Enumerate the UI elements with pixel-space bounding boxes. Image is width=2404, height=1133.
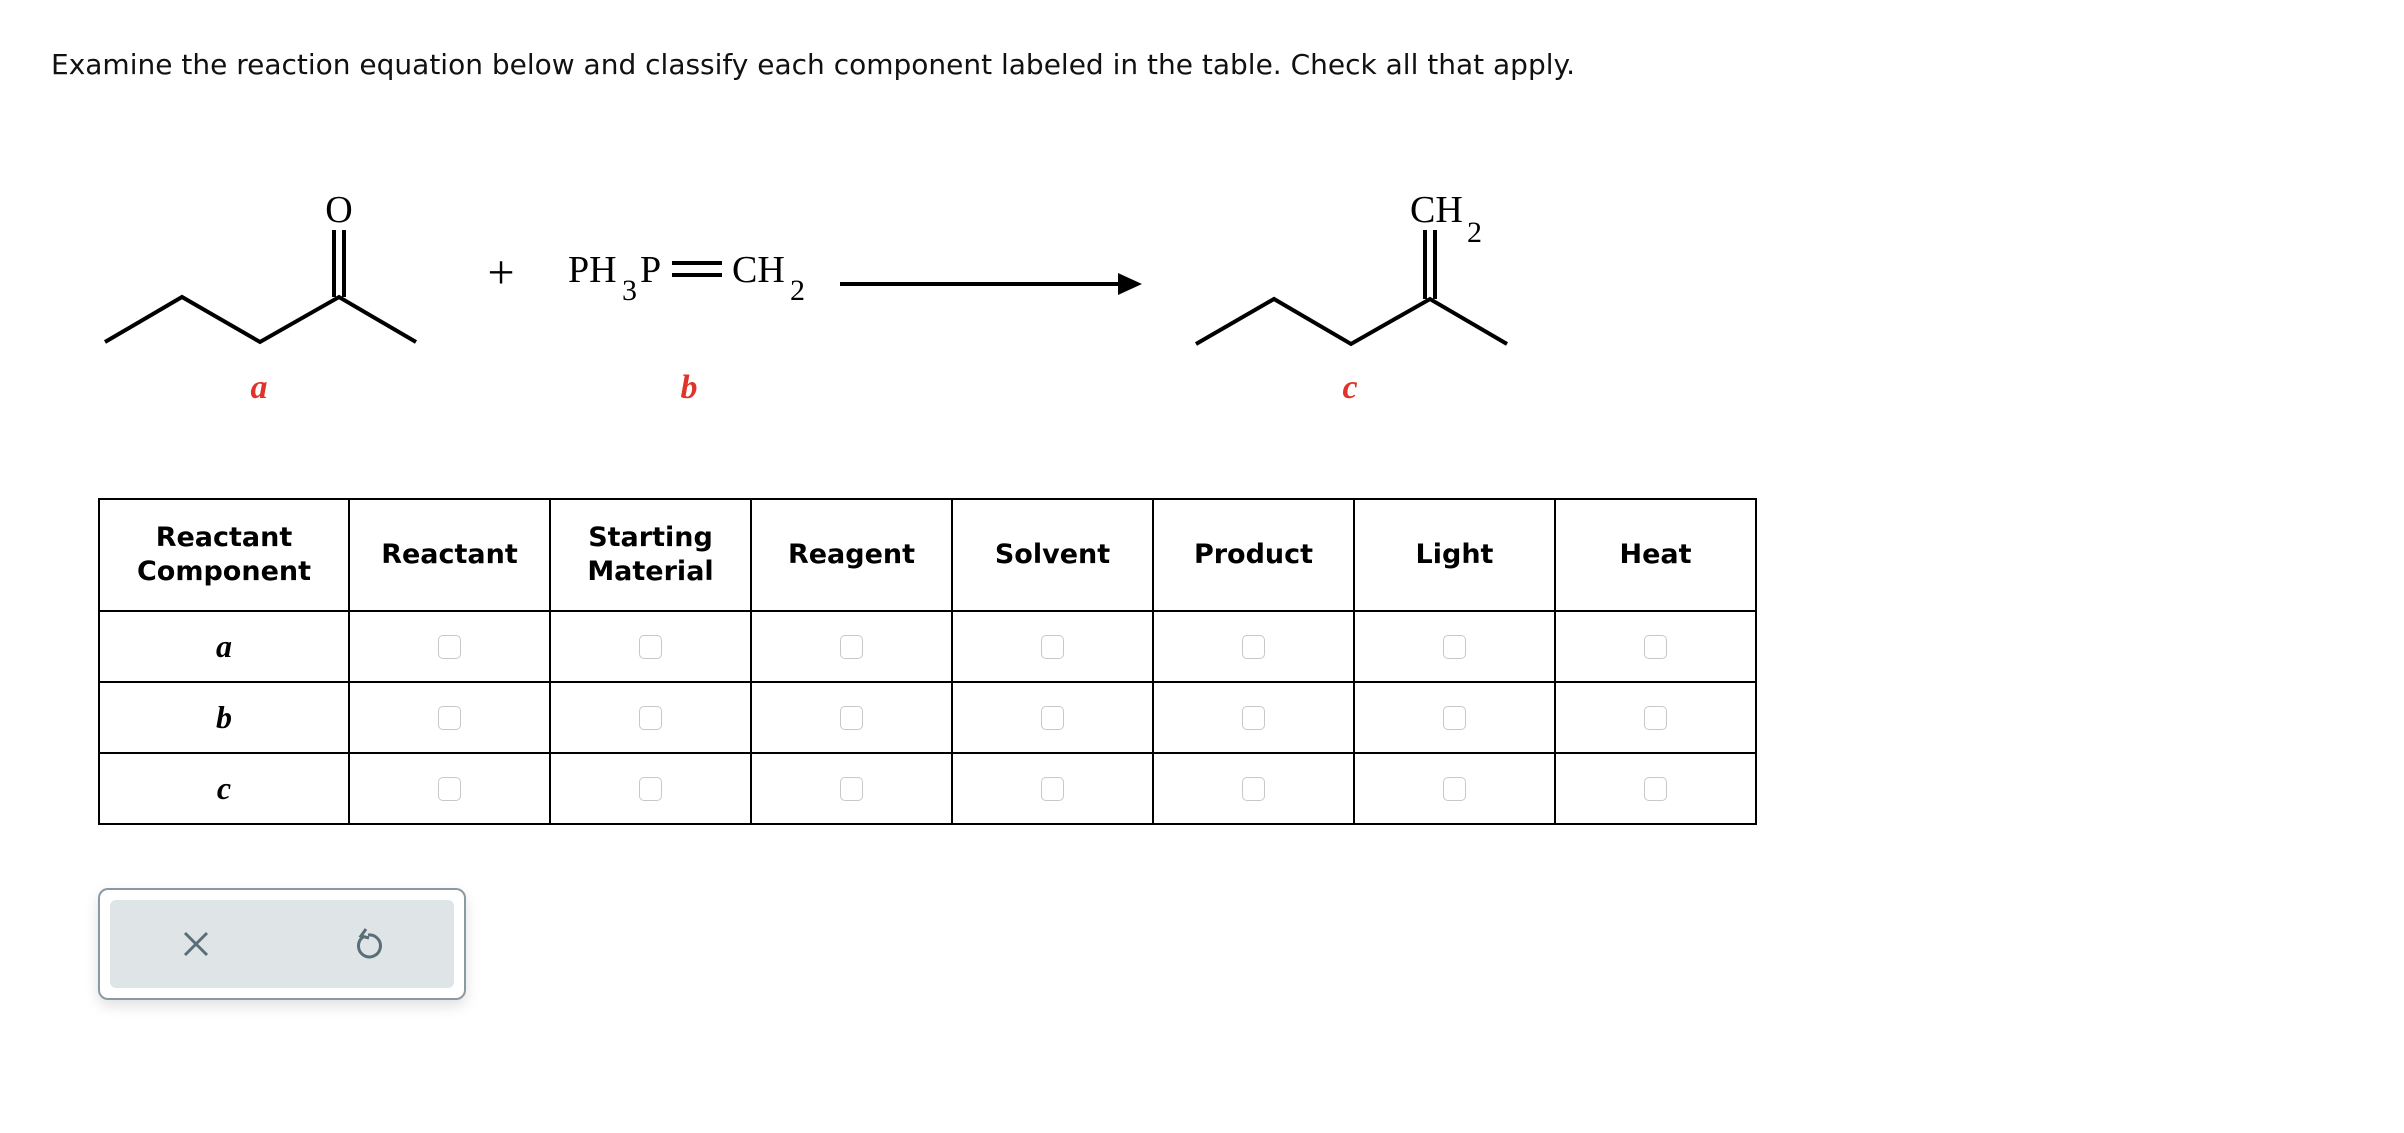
- row-label-cell: b: [98, 681, 350, 754]
- checkbox-c-reagent[interactable]: [840, 776, 863, 801]
- oxygen-atom: O: [325, 189, 352, 231]
- row-label-cell: a: [98, 610, 350, 683]
- formula-part: CH: [1410, 189, 1463, 231]
- clear-button[interactable]: [166, 914, 226, 974]
- header-line: Solvent: [994, 539, 1111, 570]
- checkbox-cell: [549, 610, 752, 683]
- checkbox-b-reactant[interactable]: [438, 705, 461, 730]
- header-line: Heat: [1619, 539, 1692, 570]
- checkbox-c-light[interactable]: [1443, 776, 1466, 801]
- reaction-equation: O + PH 3 P CH 2 CH 2 a b c: [103, 189, 1509, 406]
- checkbox-c-solvent[interactable]: [1041, 776, 1064, 801]
- header-line: Light: [1415, 539, 1494, 570]
- checkbox-b-heat[interactable]: [1644, 705, 1667, 730]
- checkbox-cell: [348, 681, 551, 754]
- checkbox-a-solvent[interactable]: [1041, 634, 1064, 659]
- component-label: c: [216, 770, 232, 806]
- checkbox-cell: [1554, 610, 1757, 683]
- formula-subscript: 2: [1467, 216, 1482, 249]
- checkbox-cell: [750, 610, 953, 683]
- formula-part: P: [640, 249, 661, 291]
- checkbox-cell: [1554, 752, 1757, 825]
- checkbox-c-product[interactable]: [1242, 776, 1265, 801]
- table-row: c: [98, 752, 1757, 825]
- formula-subscript: 2: [790, 274, 805, 307]
- row-label-cell: c: [98, 752, 350, 825]
- checkbox-b-solvent[interactable]: [1041, 705, 1064, 730]
- formula-part: PH: [568, 249, 617, 291]
- table-row: b: [98, 681, 1757, 754]
- header-line: Product: [1193, 539, 1314, 570]
- checkbox-cell: [1554, 681, 1757, 754]
- checkbox-cell: [750, 752, 953, 825]
- checkbox-cell: [1353, 610, 1556, 683]
- checkbox-cell: [951, 752, 1154, 825]
- checkbox-cell: [951, 610, 1154, 683]
- checkbox-cell: [1152, 610, 1355, 683]
- checkbox-cell: [1353, 752, 1556, 825]
- checkbox-cell: [750, 681, 953, 754]
- checkbox-b-starting-material[interactable]: [639, 705, 662, 730]
- checkbox-c-starting-material[interactable]: [639, 776, 662, 801]
- checkbox-cell: [348, 752, 551, 825]
- checkbox-cell: [348, 610, 551, 683]
- column-header: Heat: [1554, 498, 1757, 612]
- formula-subscript: 3: [622, 274, 637, 307]
- label-c: c: [1342, 369, 1357, 406]
- header-line: Material: [587, 556, 714, 587]
- instruction-text: Examine the reaction equation below and …: [51, 48, 1575, 81]
- checkbox-b-reagent[interactable]: [840, 705, 863, 730]
- column-header: Light: [1353, 498, 1556, 612]
- reactant-b-formula: PH 3 P CH 2: [568, 249, 805, 307]
- checkbox-a-reactant[interactable]: [438, 634, 461, 659]
- reaction-arrow: [840, 273, 1142, 295]
- action-panel: [98, 888, 466, 1000]
- column-header: Product: [1152, 498, 1355, 612]
- checkbox-c-reactant[interactable]: [438, 776, 461, 801]
- column-header: Reagent: [750, 498, 953, 612]
- checkbox-cell: [1353, 681, 1556, 754]
- component-label: b: [216, 699, 232, 735]
- product-c-structure: [1195, 230, 1509, 347]
- checkbox-b-product[interactable]: [1242, 705, 1265, 730]
- double-bond: [672, 261, 722, 277]
- x-icon: [183, 931, 209, 957]
- checkbox-a-reagent[interactable]: [840, 634, 863, 659]
- checkbox-a-heat[interactable]: [1644, 634, 1667, 659]
- undo-icon: [356, 928, 382, 959]
- component-label: a: [216, 628, 232, 664]
- checkbox-cell: [1152, 681, 1355, 754]
- formula-part: CH: [732, 249, 785, 291]
- header-line: Component: [136, 556, 312, 587]
- plus-sign: +: [487, 246, 514, 299]
- checkbox-cell: [549, 681, 752, 754]
- checkbox-c-heat[interactable]: [1644, 776, 1667, 801]
- table-row: a: [98, 610, 1757, 683]
- checkbox-a-product[interactable]: [1242, 634, 1265, 659]
- checkbox-cell: [549, 752, 752, 825]
- checkbox-cell: [951, 681, 1154, 754]
- header-line: Reagent: [787, 539, 916, 570]
- reset-button[interactable]: [338, 914, 398, 974]
- header-line: Starting: [588, 522, 713, 553]
- checkbox-cell: [1152, 752, 1355, 825]
- header-line: Reactant: [155, 522, 293, 553]
- header-line: Reactant: [381, 539, 518, 570]
- checkbox-a-light[interactable]: [1443, 634, 1466, 659]
- reactant-a-structure: [103, 230, 418, 345]
- label-b: b: [681, 369, 698, 406]
- checkbox-b-light[interactable]: [1443, 705, 1466, 730]
- label-a: a: [251, 369, 268, 406]
- column-header: Reactant: [348, 498, 551, 612]
- checkbox-a-starting-material[interactable]: [639, 634, 662, 659]
- column-header: Solvent: [951, 498, 1154, 612]
